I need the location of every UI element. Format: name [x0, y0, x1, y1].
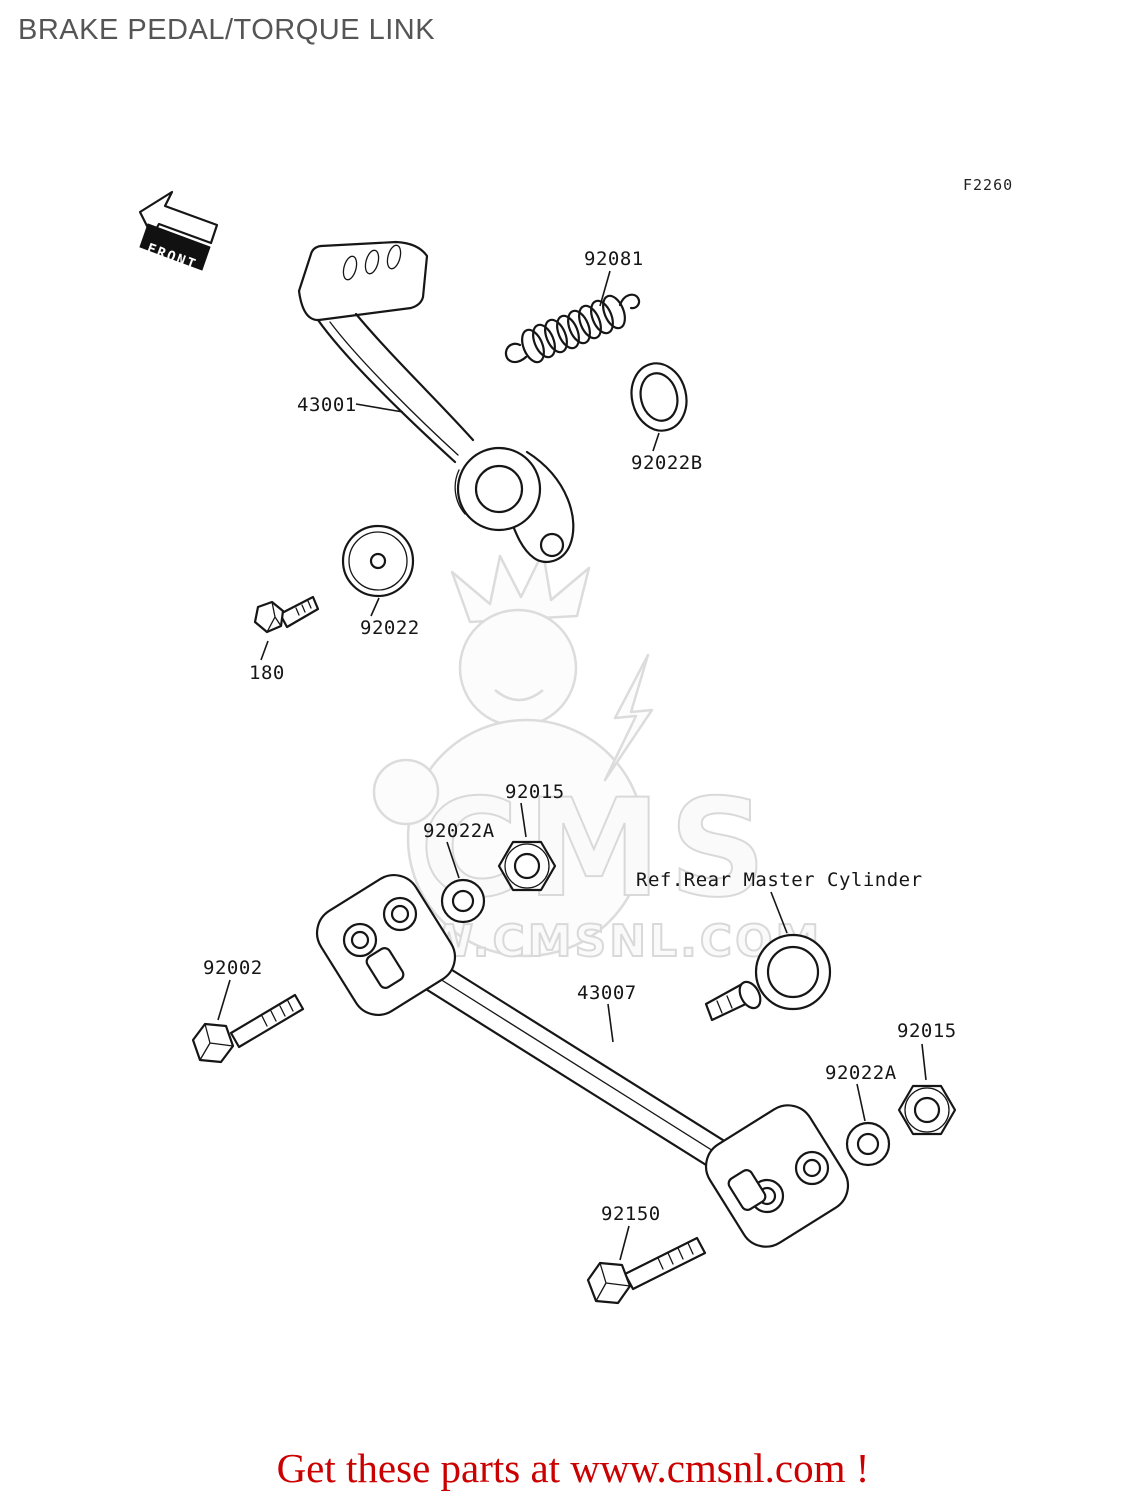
part-label-92081: 92081 [584, 248, 644, 270]
brake-pedal-drawing [297, 240, 575, 563]
bolt-92150-drawing [586, 1236, 707, 1305]
part-label-92022A-left: 92022A [423, 820, 495, 842]
part-labels: 92081 43001 92022B 92022 180 92015 92022… [203, 248, 957, 1225]
washer-right-drawing [845, 1121, 891, 1167]
ref-master-cylinder-label: Ref.Rear Master Cylinder [636, 869, 923, 891]
large-washer-drawing [341, 524, 415, 598]
part-label-92022: 92022 [360, 617, 420, 639]
return-spring-drawing [504, 293, 641, 364]
figure-code: F2260 [963, 176, 1014, 194]
part-label-180: 180 [249, 662, 285, 684]
part-label-43007: 43007 [577, 982, 637, 1004]
front-direction-arrow: FRONT [138, 190, 219, 274]
part-label-92022B: 92022B [631, 452, 703, 474]
nut-right-drawing [897, 1084, 957, 1136]
front-banner [139, 223, 211, 271]
leader-lines [217, 270, 927, 1261]
bolt-92002-drawing [191, 993, 305, 1064]
part-label-92015-right: 92015 [897, 1020, 957, 1042]
small-bolt-drawing [253, 595, 320, 634]
part-label-92015-left: 92015 [505, 781, 565, 803]
master-cylinder-clevis-drawing [704, 933, 832, 1022]
nut-left-drawing [497, 840, 557, 892]
page-title: BRAKE PEDAL/TORQUE LINK [18, 14, 436, 46]
part-label-43001: 43001 [297, 394, 357, 416]
part-label-92002: 92002 [203, 957, 263, 979]
grommet-ring-drawing [630, 362, 688, 432]
washer-left-drawing [440, 878, 486, 924]
part-label-92150: 92150 [601, 1203, 661, 1225]
torque-link-drawing [315, 874, 850, 1248]
part-label-92022A-right: 92022A [825, 1062, 897, 1084]
footer-cta-link[interactable]: Get these parts at www.cmsnl.com ! [276, 1445, 870, 1491]
